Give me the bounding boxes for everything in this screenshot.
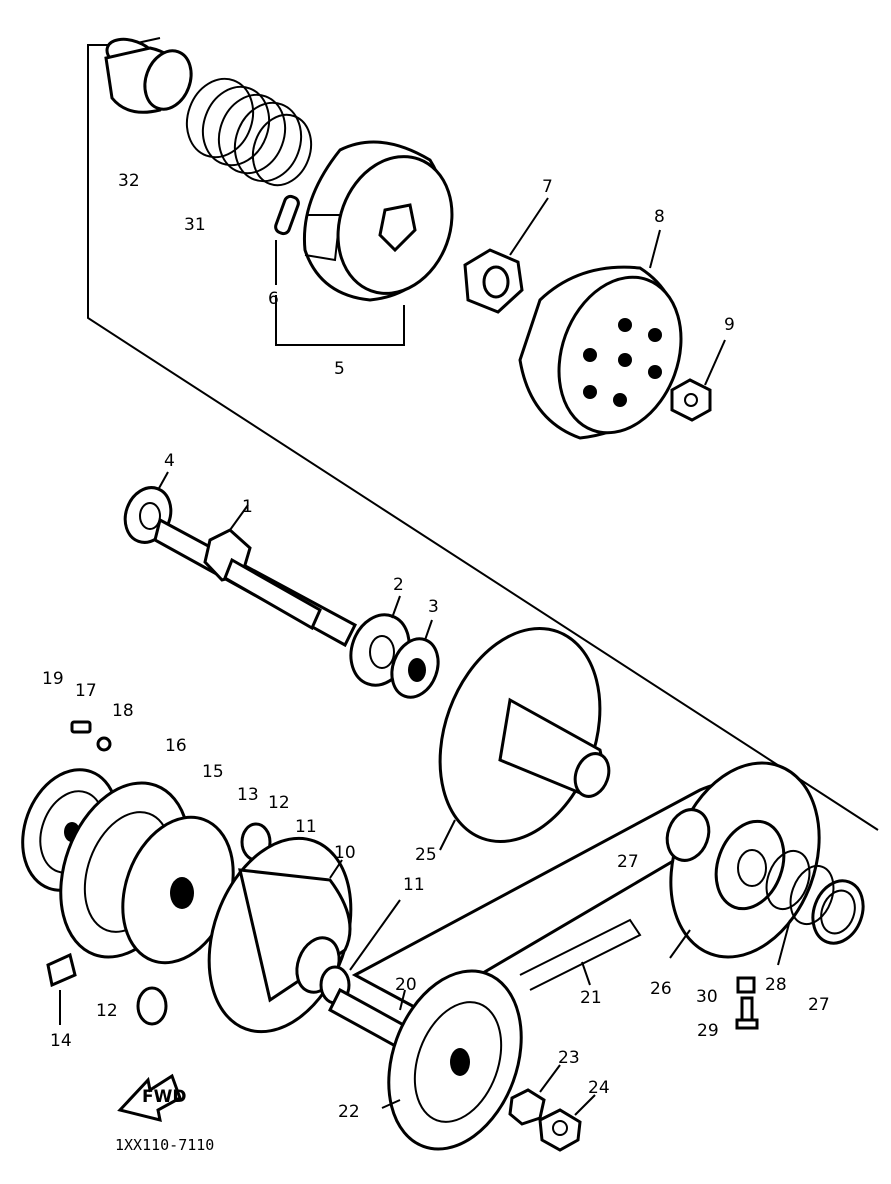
callout-p23: 23	[558, 1048, 580, 1068]
part-31-spring	[185, 77, 313, 187]
part-28-o-ring	[765, 849, 835, 966]
part-9-nut	[670, 339, 726, 422]
part-27-collar	[665, 808, 865, 945]
callout-p21: 21	[580, 988, 602, 1008]
part-18-washer	[96, 736, 112, 752]
part-26-secondary-fixed-sheave	[669, 761, 821, 959]
callout-p17: 17	[75, 681, 97, 701]
callout-p28: 28	[765, 975, 787, 995]
callout-p31: 31	[184, 215, 206, 235]
callout-p14: 14	[50, 1031, 72, 1051]
callout-p3: 3	[428, 597, 439, 617]
part-17-bolt	[70, 720, 92, 734]
callout-p12a: 12	[268, 793, 290, 813]
fwd-label: FWD	[142, 1087, 186, 1107]
callout-p13: 13	[237, 785, 259, 805]
drawing-code: 1XX110-7110	[115, 1136, 214, 1154]
callout-p32: 32	[118, 171, 140, 191]
callout-p25: 25	[415, 845, 437, 865]
callout-p16: 16	[165, 736, 187, 756]
part-6-clutch-spring	[274, 194, 300, 285]
callout-p9: 9	[724, 315, 735, 335]
part-7-nut	[463, 197, 549, 314]
callout-p12b: 12	[96, 1001, 118, 1021]
callout-p2: 2	[393, 575, 404, 595]
part-25-secondary-sheave	[438, 626, 611, 851]
callout-p15: 15	[202, 762, 224, 782]
part-32-sleeve	[104, 37, 193, 114]
callout-p19: 19	[42, 669, 64, 689]
callout-p27a: 27	[617, 852, 639, 872]
callout-p20: 20	[395, 975, 417, 995]
callout-p27b: 27	[808, 995, 830, 1015]
callout-p18: 18	[112, 701, 134, 721]
part-5-clutch-carrier	[275, 140, 454, 346]
callout-p7: 7	[542, 177, 553, 197]
callout-p24: 24	[588, 1078, 610, 1098]
callout-p8: 8	[654, 207, 665, 227]
callout-p6: 6	[268, 289, 279, 309]
forward-arrow-icon: FWD	[117, 1073, 186, 1123]
callout-labels: 1234567891011111212131415161718192021222…	[42, 171, 830, 1122]
callout-p26: 26	[650, 979, 672, 999]
part-22-primary-fixed-sheave	[381, 969, 523, 1151]
part-29-screw	[735, 996, 759, 1030]
callout-p22: 22	[338, 1102, 360, 1122]
callout-p4: 4	[164, 451, 175, 471]
callout-p1: 1	[242, 497, 253, 517]
callout-p11b: 11	[403, 875, 425, 895]
part-30-washer	[736, 976, 756, 994]
part-8-clutch-housing	[518, 229, 683, 440]
callout-p30: 30	[696, 987, 718, 1007]
part-1-drive-shaft	[153, 504, 357, 648]
callout-p11a: 11	[295, 817, 317, 837]
part-23-washer	[508, 1064, 561, 1126]
part-14-slider	[46, 952, 77, 1025]
part-3-oil-seal	[390, 619, 440, 699]
callout-p5: 5	[334, 359, 345, 379]
callout-p29: 29	[697, 1021, 719, 1041]
part-24-nut	[538, 1094, 596, 1152]
callout-p10: 10	[334, 843, 356, 863]
